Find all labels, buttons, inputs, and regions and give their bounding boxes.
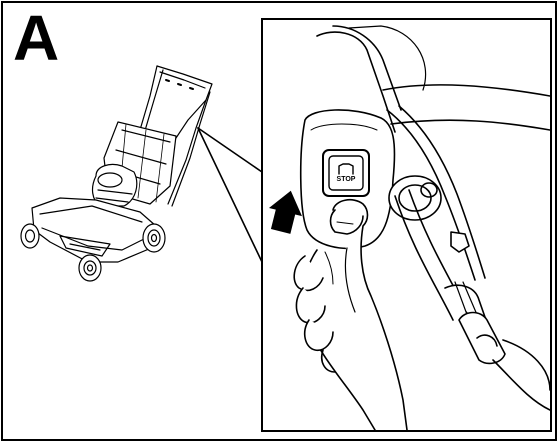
detail-view: STOP <box>261 18 552 432</box>
stop-button-label: STOP <box>337 176 356 183</box>
handle-detail-illustration: STOP <box>293 25 550 430</box>
panel-letter: A <box>13 2 60 74</box>
